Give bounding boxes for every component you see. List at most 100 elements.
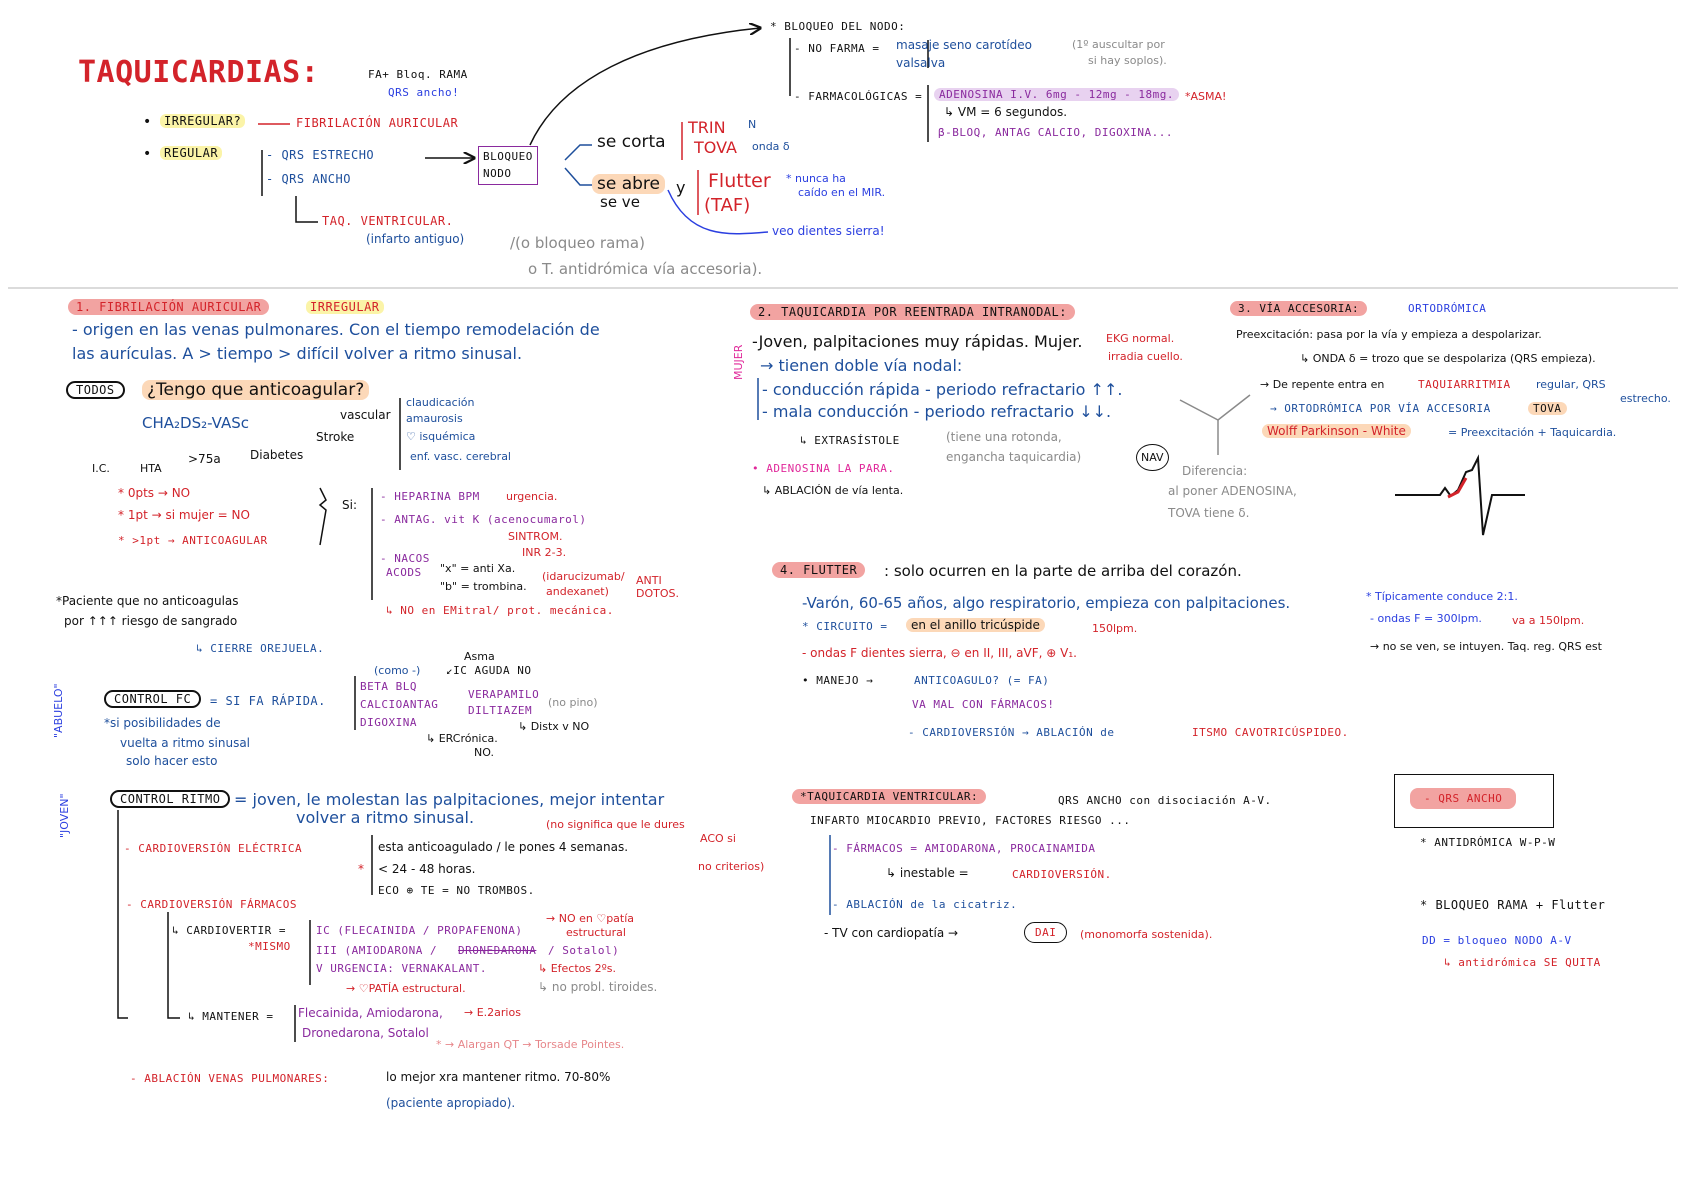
fa-irregular-tag: IRREGULAR <box>306 300 384 314</box>
trin-label: TRIN <box>688 118 726 137</box>
ic-label: I.C. <box>92 462 110 475</box>
ablacion-venas: - ABLACIÓN VENAS PULMONARES: <box>130 1072 330 1085</box>
iii-amiodarona: III (AMIODARONA / <box>316 944 438 957</box>
inr-label: INR 2-3. <box>522 546 567 559</box>
regular-label: REGULAR <box>160 146 223 160</box>
menor48: < 24 - 48 horas. <box>378 862 476 876</box>
cierre-orejuela: ↳ CIERRE OREJUELA. <box>196 642 325 655</box>
flutter-150lpm: 150lpm. <box>1092 622 1138 635</box>
opts-1: * 1pt → si mujer = NO <box>118 508 250 522</box>
wpw-eq: = Preexcitación + Taquicardia. <box>1448 426 1617 439</box>
y-label: y <box>676 178 686 197</box>
flutter-solo: : solo ocurren en la parte de arriba del… <box>884 562 1242 580</box>
opts-2: * >1pt → ANTICOAGULAR <box>118 534 268 547</box>
cardioversion-farmacos: - CARDIOVERSIÓN FÁRMACOS <box>126 898 297 911</box>
fa-desc-line1: - origen en las venas pulmonares. Con el… <box>72 320 600 339</box>
asma-note: *ASMA! <box>1185 90 1227 103</box>
aco-si: ACO si <box>700 832 736 845</box>
mismo-label: *MISMO <box>248 940 291 953</box>
hta-label: HTA <box>140 462 162 475</box>
bloqueo-nodo-box: BLOQUEO NODO <box>478 146 538 185</box>
acods-label: ACODS <box>386 566 422 579</box>
abuelo-label: "ABUELO" <box>52 683 65 738</box>
cardioversion-ablacion: - CARDIOVERSIÓN → ABLACIÓN de <box>908 726 1115 739</box>
flutter-varon: -Varón, 60-65 años, algo respiratorio, e… <box>802 594 1291 612</box>
anticoagulo-label: ANTICOAGULO? (= FA) <box>914 674 1050 687</box>
esta-anticoagulado: esta anticoagulado / le pones 4 semanas. <box>378 840 629 854</box>
doble-via: → tienen doble vía nodal: <box>760 356 963 375</box>
va-a-150: va a 150lpm. <box>1512 614 1585 627</box>
ic-flecainida: IC (FLECAINIDA / PROPAFENONA) <box>316 924 523 937</box>
calcioantag: CALCIOANTAG <box>360 698 439 711</box>
clinica-2: amaurosis <box>406 412 463 425</box>
mala-conduccion: - mala conducción - periodo refractario … <box>762 402 1112 421</box>
dai-oval: DAI <box>1024 922 1068 944</box>
diferencia-3: TOVA tiene δ. <box>1168 506 1250 520</box>
todos-oval: TODOS <box>66 381 125 399</box>
dd-bloqueo-nodo: DD = bloqueo NODO A-V <box>1422 934 1572 947</box>
ventricular-title: *TAQUICARDIA VENTRICULAR: <box>792 789 987 804</box>
heparina-label: - HEPARINA BPM <box>380 490 480 503</box>
accesoria-title: 3. VÍA ACCESORIA: <box>1230 301 1368 316</box>
clinica-3: ♡ isquémica <box>406 430 476 443</box>
farmacologicas-label: - FARMACOLÓGICAS = <box>794 90 923 103</box>
engancha-note: engancha taquicardia) <box>946 450 1082 464</box>
nacos-label: - NACOS <box>380 552 430 565</box>
onda-delta-text: ↳ ONDA δ = trozo que se despolariza (QRS… <box>1300 352 1596 365</box>
urgencia-label: urgencia. <box>506 490 558 503</box>
patia-estructural: → ♡PATÍA estructural. <box>346 982 466 995</box>
infarto-antiguo-label: (infarto antiguo) <box>366 232 465 246</box>
fibrilacion-label: FIBRILACIÓN AURICULAR <box>296 116 459 130</box>
caido-note: caído en el MIR. <box>798 186 886 199</box>
si-label: Si: <box>342 498 357 512</box>
taq-ventricular-label: TAQ. VENTRICULAR. <box>322 214 454 228</box>
no-pino: (no pino) <box>548 696 598 709</box>
beta-blq: BETA BLQ <box>360 680 417 693</box>
eco-te: ECO ⊕ TE = NO TROMBOS. <box>378 884 535 897</box>
fa-desc-line2: las aurículas. A > tiempo > difícil volv… <box>72 344 523 363</box>
verapamilo: VERAPAMILO <box>468 688 540 701</box>
nunca-note: * nunca ha <box>786 172 846 185</box>
masaje-label: masaje seno carotídeo <box>896 38 1032 52</box>
tova-label: TOVA <box>694 138 737 157</box>
ic-aguda-label: ↙IC AGUDA NO <box>446 664 532 677</box>
no-criterios: no criterios) <box>698 860 765 873</box>
ablacion-cicatriz: - ABLACIÓN de la cicatriz. <box>832 898 1018 911</box>
vuelta-ritmo: vuelta a ritmo sinusal <box>120 736 251 750</box>
clinica-1: claudicación <box>406 396 475 409</box>
andexanet-label: andexanet) <box>546 585 609 598</box>
de-repente: → De repente entra en <box>1260 378 1385 391</box>
ondas-f-300: - ondas F = 300lpm. <box>1370 612 1482 625</box>
manejo-label: • MANEJO → <box>802 674 874 687</box>
paciente-note: *Paciente que no anticoagulas <box>56 594 239 608</box>
si-posibilidades: *si posibilidades de <box>104 716 221 730</box>
irradia-cuello: irradia cuello. <box>1108 350 1183 363</box>
qrs-ancho-note: QRS ancho! <box>388 86 460 99</box>
bullet-dot: • <box>143 114 152 130</box>
diferencia-2: al poner ADENOSINA, <box>1168 484 1297 498</box>
flutter-label: Flutter <box>708 170 771 192</box>
va-mal-farmacos: VA MAL CON FÁRMACOS! <box>912 698 1055 711</box>
paciente-apropiado: (paciente apropiado). <box>386 1096 516 1110</box>
bloqueo-del-nodo-heading: * BLOQUEO DEL NODO: <box>770 20 906 33</box>
qrs-estrecho-label: - QRS ESTRECHO <box>266 148 375 162</box>
no-probl-tiroides: ↳ no probl. tiroides. <box>538 980 658 994</box>
inestable-label: ↳ inestable = <box>886 866 969 880</box>
reentrada-title: 2. TAQUICARDIA POR REENTRADA INTRANODAL: <box>750 304 1075 320</box>
onda-delta-label: onda δ <box>752 140 790 153</box>
stroke-label: Stroke <box>316 430 355 444</box>
antidromica-note: o T. antidrómica vía accesoria). <box>528 260 763 278</box>
v-urgencia: V URGENCIA: VERNAKALANT. <box>316 962 487 975</box>
nav-circle: NAV <box>1136 444 1169 472</box>
qrs-ancho-box-label: - QRS ANCHO <box>1410 788 1517 809</box>
soplos-note: si hay soplos). <box>1088 54 1167 67</box>
no-significa: (no significa que le dures <box>546 818 685 831</box>
qrs-ancho-disociacion: QRS ANCHO con disociación A-V. <box>1058 794 1272 807</box>
joven-text-2: volver a ritmo sinusal. <box>296 808 475 827</box>
ondas-f: - ondas F dientes sierra, ⊖ en II, III, … <box>802 646 1077 660</box>
como-label: (como -) <box>374 664 421 677</box>
joven-text-1: = joven, le molestan las palpitaciones, … <box>234 790 665 809</box>
fa-bloq-rama-note: FA+ Bloq. RAMA <box>368 68 468 81</box>
bullet-dot: • <box>143 146 152 162</box>
cardioversion-electrica: - CARDIOVERSIÓN ELÉCTRICA <box>124 842 303 855</box>
